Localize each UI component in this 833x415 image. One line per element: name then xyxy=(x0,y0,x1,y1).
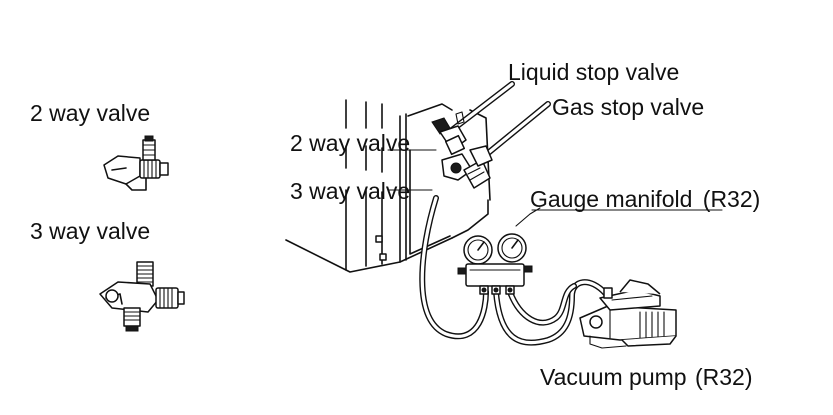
gas-stop-valve-label: Gas stop valve xyxy=(552,94,705,120)
two-way-valve-illustration xyxy=(103,135,169,191)
two-way-valve-left-label: 2 way valve xyxy=(30,100,151,126)
charging-hoses xyxy=(419,195,609,346)
vacuum-pump-refrigerant: (R32) xyxy=(694,364,753,390)
three-way-valve-unit-label: 3 way valve xyxy=(290,178,411,204)
gauge-manifold-name: Gauge manifold xyxy=(530,186,693,212)
gauge-manifold-label: Gauge manifold (R32) xyxy=(530,188,760,211)
liquid-stop-valve-label: Liquid stop valve xyxy=(508,59,680,85)
unit-service-valves xyxy=(431,111,493,189)
vacuum-pump-name: Vacuum pump xyxy=(540,364,687,390)
gauge-manifold-illustration xyxy=(457,233,533,295)
three-way-valve-left-label: 3 way valve xyxy=(30,218,151,244)
three-way-valve-illustration xyxy=(99,261,185,332)
refrigerant-pipes xyxy=(449,81,551,161)
two-way-valve-unit-label: 2 way valve xyxy=(290,130,411,156)
leader-lines xyxy=(387,149,723,227)
gauge-manifold-refrigerant: (R32) xyxy=(702,186,761,212)
vacuum-pump-illustration xyxy=(579,279,677,349)
vacuum-pump-label: Vacuum pump (R32) xyxy=(540,366,753,389)
